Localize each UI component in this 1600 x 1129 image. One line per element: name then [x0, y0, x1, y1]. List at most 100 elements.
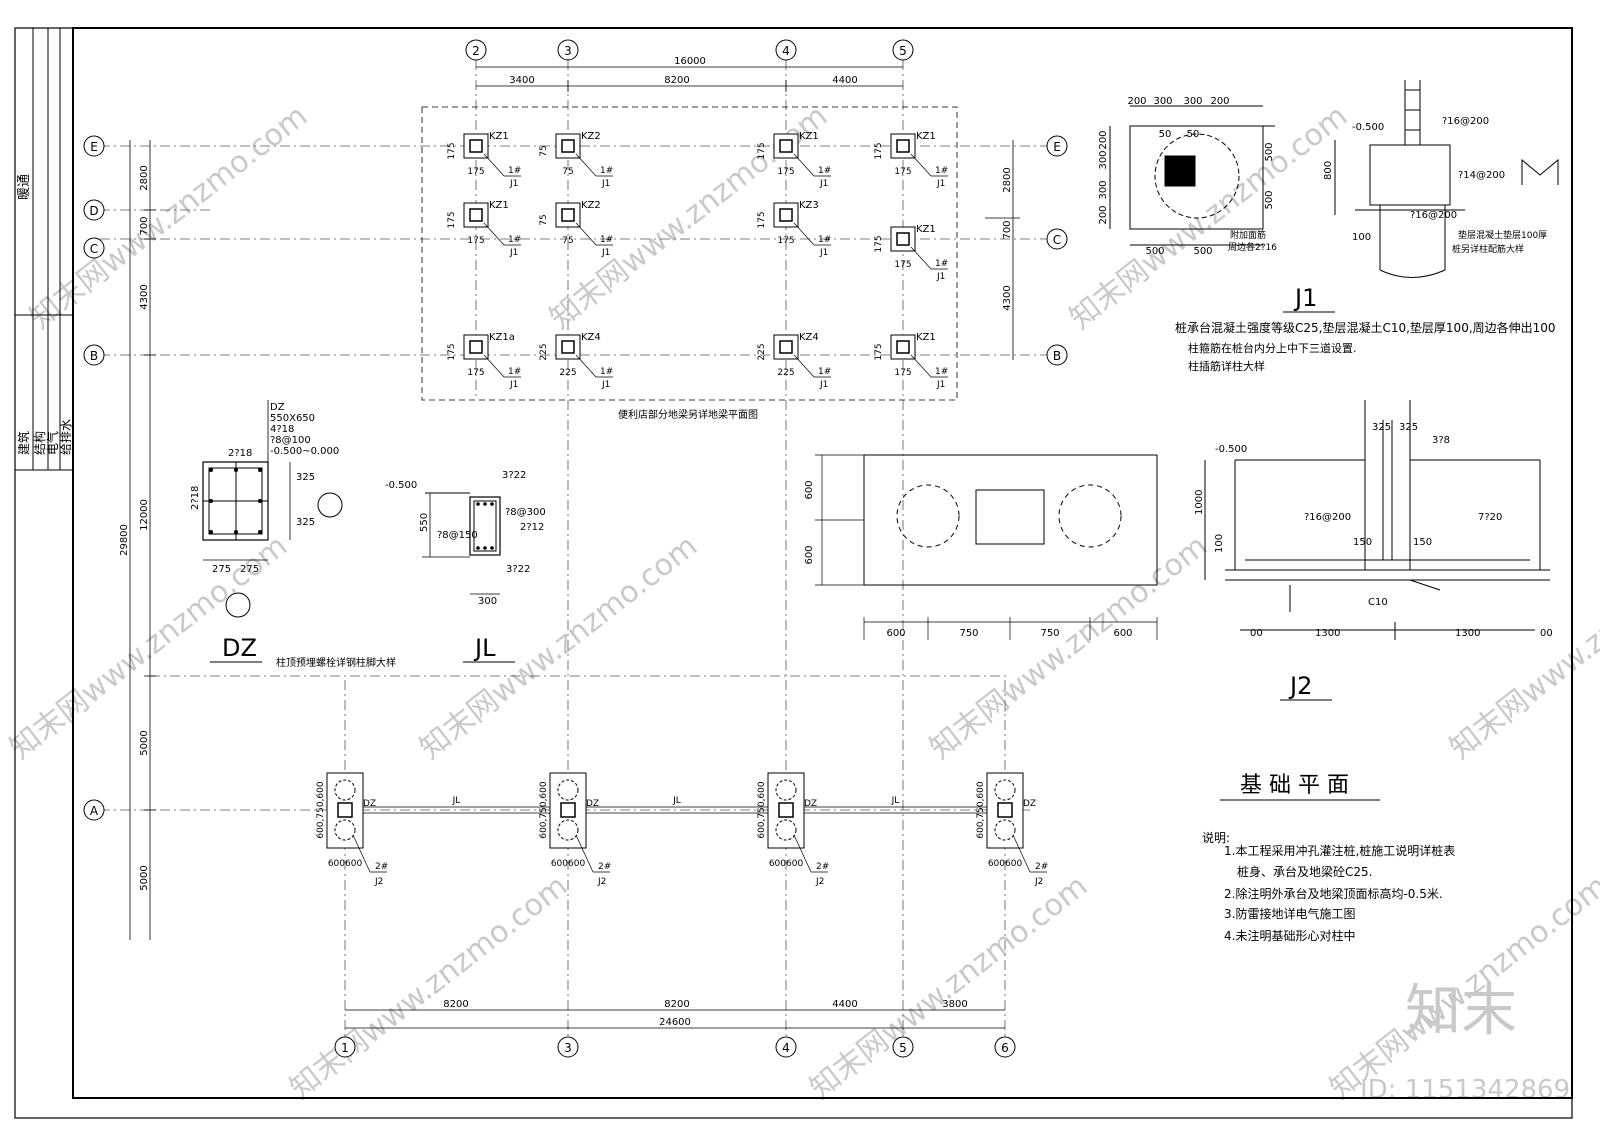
footing-ref: J1 [936, 380, 945, 390]
svg-text:-0.500: -0.500 [1215, 444, 1247, 455]
beam-label: JL [452, 796, 461, 806]
svg-text:3400: 3400 [509, 75, 534, 86]
svg-text:50: 50 [1187, 129, 1200, 140]
column-inner [561, 340, 575, 354]
svg-text:325: 325 [1372, 422, 1391, 433]
column-inner [561, 139, 575, 153]
cap-dim-h: 600600 [551, 859, 586, 869]
svg-text:12000: 12000 [139, 499, 150, 531]
svg-text:2800: 2800 [1002, 167, 1013, 192]
cap-num: 2# [375, 862, 388, 872]
cap-ref: J2 [815, 877, 824, 887]
column-dim: 175 [874, 235, 884, 252]
column-dim: 175 [467, 167, 484, 177]
svg-text:暖通: 暖通 [17, 174, 32, 200]
svg-text:电气: 电气 [45, 431, 60, 455]
pile-circle [334, 779, 356, 801]
footing-num: 1# [600, 166, 613, 176]
column-outer [773, 334, 799, 360]
footing-ref: J1 [601, 380, 610, 390]
svg-text:-0.500: -0.500 [385, 480, 417, 491]
leader-line [483, 354, 505, 378]
grid-bubble [775, 1036, 797, 1058]
svg-text:B: B [1053, 349, 1061, 363]
leader-line [910, 153, 932, 177]
svg-text:B: B [90, 349, 98, 363]
grid-bubble [83, 344, 105, 366]
grid-bubble [775, 39, 797, 61]
svg-text:600: 600 [886, 628, 905, 639]
svg-text:给排水: 给排水 [59, 419, 73, 455]
footing-ref: J1 [509, 248, 518, 258]
column-inner [779, 139, 793, 153]
cap-dz: DZ [804, 799, 817, 809]
title-block: 暖通 建筑 结构 电气 给排水 [16, 174, 73, 455]
svg-text:周边各2?16: 周边各2?16 [1228, 241, 1277, 253]
pile-circle [557, 819, 579, 841]
footing-num: 1# [935, 166, 948, 176]
svg-text:5000: 5000 [139, 730, 150, 755]
column-dim: 175 [894, 260, 911, 270]
jl-label: JL [473, 634, 496, 662]
column-label: KZ1 [489, 131, 509, 142]
svg-text:7?20: 7?20 [1478, 512, 1502, 523]
column-label: KZ2 [581, 200, 601, 211]
cap-ref: J2 [374, 877, 383, 887]
svg-text:300: 300 [1153, 96, 1172, 107]
sheet-border [14, 27, 1573, 1119]
svg-text:2?18: 2?18 [228, 448, 252, 459]
cap-dim-v: 600,750,600 [539, 781, 549, 839]
j1-note: 柱箍筋在桩台内分上中下三道设置. [1188, 341, 1357, 355]
svg-text:29800: 29800 [119, 524, 130, 556]
column-label: KZ1 [799, 131, 819, 142]
svg-text:3?22: 3?22 [506, 564, 530, 575]
jl-detail [422, 492, 501, 595]
column-dim: 175 [447, 211, 457, 228]
svg-text:8200: 8200 [664, 999, 689, 1010]
column-dim: 225 [777, 368, 794, 378]
footing-ref: J1 [936, 272, 945, 282]
svg-text:500: 500 [1264, 190, 1275, 209]
pile-circle [334, 819, 356, 841]
cap-dz: DZ [586, 799, 599, 809]
pile-circle [557, 779, 579, 801]
column-dim: 225 [559, 368, 576, 378]
leader-line [1012, 834, 1031, 873]
column-label: KZ2 [581, 131, 601, 142]
grid-bubble [557, 39, 579, 61]
grid-bubble [994, 1036, 1016, 1058]
svg-text:50: 50 [1159, 129, 1172, 140]
steel-column [560, 802, 576, 818]
svg-text:C: C [90, 242, 98, 256]
svg-text:E: E [1053, 140, 1061, 154]
svg-text:A: A [90, 804, 99, 818]
pile-circle [775, 779, 797, 801]
svg-text:8200: 8200 [664, 75, 689, 86]
j1-label: J1 [1293, 284, 1317, 312]
svg-text:3: 3 [564, 1041, 572, 1055]
j2-plan [815, 454, 1158, 640]
svg-text:4300: 4300 [1002, 285, 1013, 310]
steel-column [337, 802, 353, 818]
note-line: 1.本工程采用冲孔灌注桩,桩施工说明详桩表 [1224, 843, 1455, 858]
svg-text:2?12: 2?12 [520, 522, 544, 533]
column-inner [779, 208, 793, 222]
column-dim: 75 [562, 236, 573, 246]
column-dim: 175 [874, 142, 884, 159]
svg-text:200: 200 [1098, 205, 1109, 224]
svg-text:8200: 8200 [443, 999, 468, 1010]
footing-ref: J1 [601, 248, 610, 258]
svg-text:E: E [90, 140, 98, 154]
svg-text:300: 300 [1098, 180, 1109, 199]
column-label: KZ1 [916, 332, 936, 343]
column-dim: 75 [539, 145, 549, 156]
svg-text:300: 300 [1098, 150, 1109, 169]
svg-text:建筑: 建筑 [16, 431, 31, 455]
grid-label: 3 [564, 44, 572, 58]
